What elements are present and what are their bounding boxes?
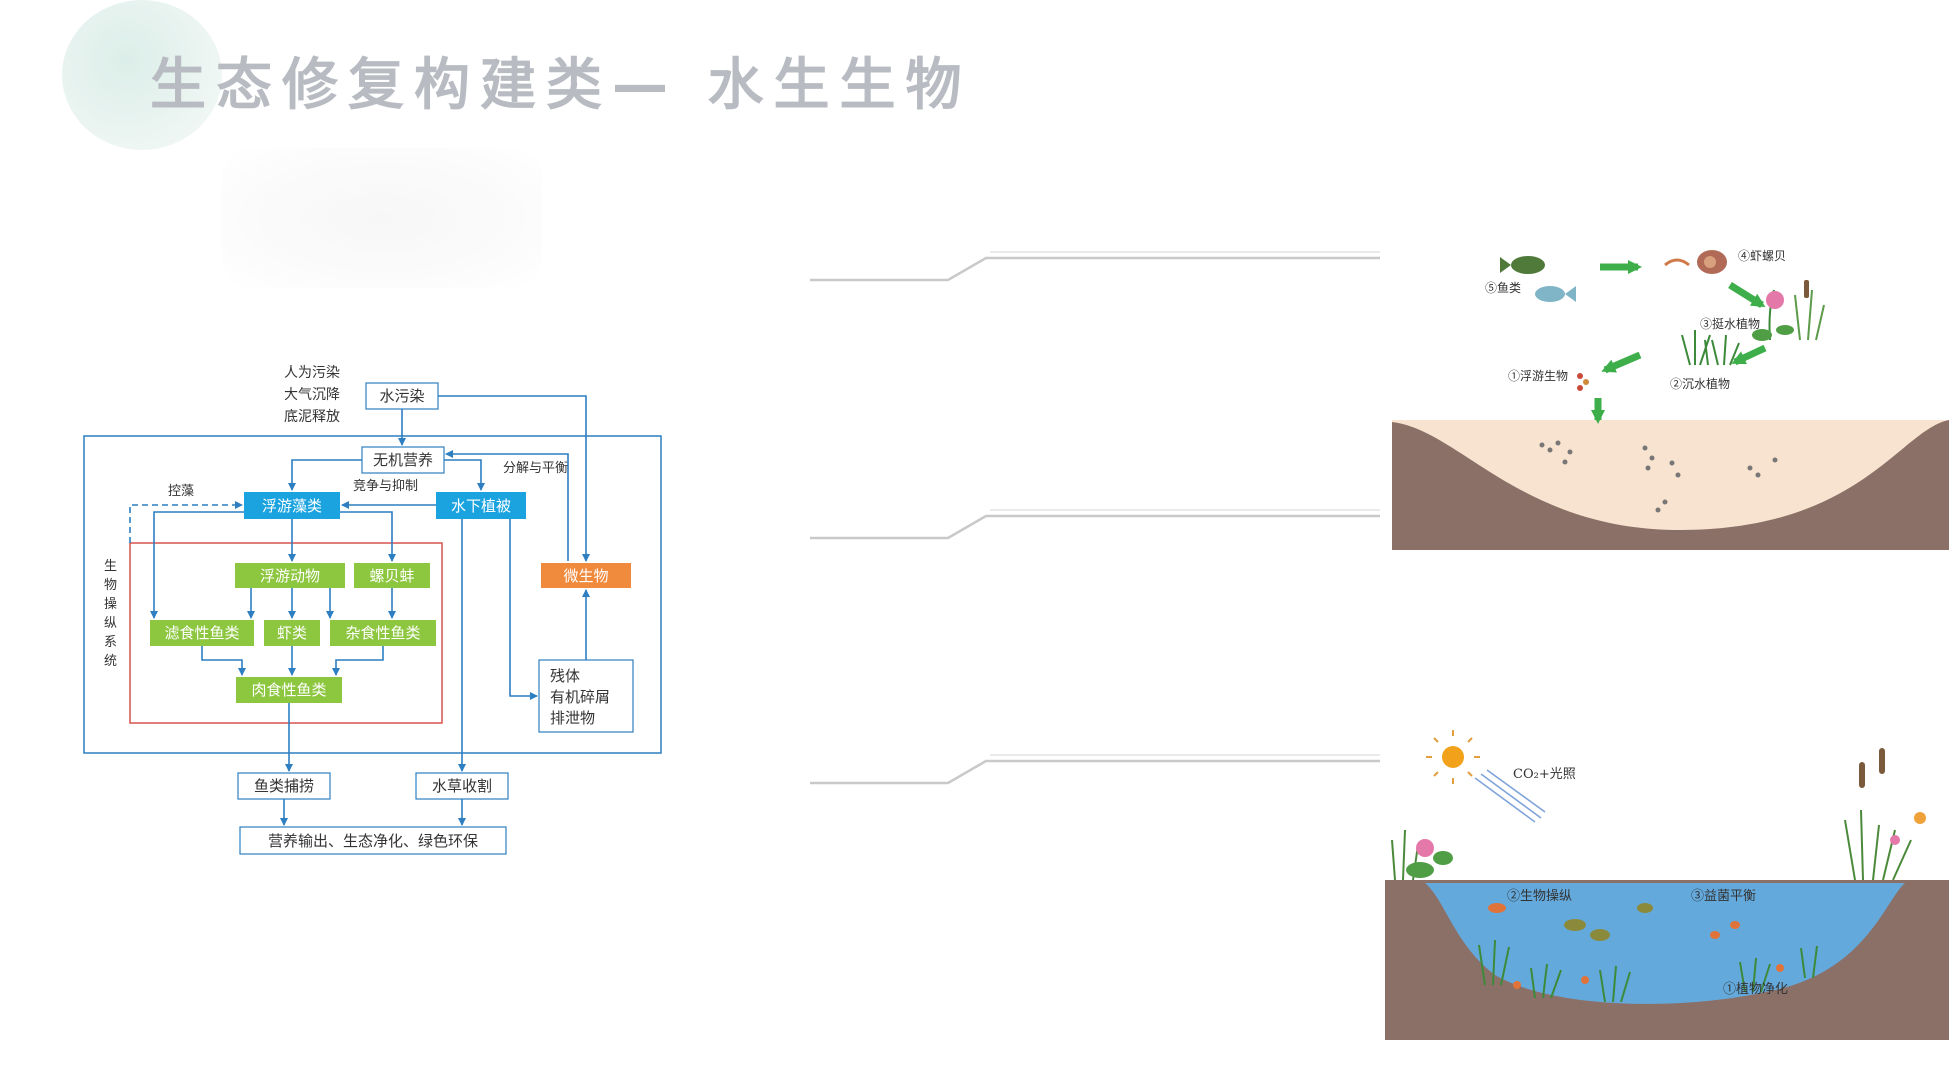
svg-text:系: 系 xyxy=(104,635,117,650)
bio-manipulation-frame xyxy=(129,542,443,724)
fish-label: ⑤鱼类 xyxy=(1485,281,1521,295)
bank-plants-right xyxy=(1844,748,1926,881)
svg-text:杂食性鱼类: 杂食性鱼类 xyxy=(345,624,420,642)
shrimp-snail-icon xyxy=(1664,250,1727,274)
algae-control-label: 控藻 xyxy=(168,484,194,499)
sun-icon xyxy=(1426,730,1480,784)
svg-text:浮游动物: 浮游动物 xyxy=(260,567,320,585)
svg-text:水草收割: 水草收割 xyxy=(432,777,492,795)
svg-text:营养输出、生态净化、绿色环保: 营养输出、生态净化、绿色环保 xyxy=(268,832,478,850)
residue-line-2: 有机碎屑 xyxy=(550,688,610,706)
competition-label: 竞争与抑制 xyxy=(353,478,418,494)
light-rays xyxy=(1474,769,1546,823)
plankton-dots xyxy=(1539,440,1778,513)
co2-label: CO₂+光照 xyxy=(1513,767,1576,782)
plankton-icon xyxy=(1577,373,1589,391)
svg-text:鱼类捕捞: 鱼类捕捞 xyxy=(254,777,314,795)
source-human: 人为污染 xyxy=(284,365,340,381)
connector-line-2 xyxy=(810,509,1380,540)
svg-text:操: 操 xyxy=(104,596,117,612)
filter-fish-node xyxy=(150,620,254,646)
svg-text:虾类: 虾类 xyxy=(277,624,307,642)
fish-icon xyxy=(1500,256,1576,302)
snails-node xyxy=(354,563,430,588)
zooplankton-node xyxy=(235,563,345,588)
svg-text:物: 物 xyxy=(104,578,117,593)
submerged-label: ②沉水植物 xyxy=(1670,376,1730,391)
svg-text:生: 生 xyxy=(104,559,117,574)
shrimp-snail-label: ④虾螺贝 xyxy=(1738,249,1786,263)
fish-group-icon xyxy=(1488,903,1740,941)
system-label: 生 物 操 纵 系 统 xyxy=(104,559,117,669)
faded-label-box xyxy=(222,148,542,288)
svg-text:纵: 纵 xyxy=(104,616,117,631)
carn-fish-node xyxy=(236,677,342,703)
phytoplankton-node xyxy=(244,492,340,519)
omni-fish-node xyxy=(330,620,436,646)
source-atmosphere: 大气沉降 xyxy=(284,387,340,403)
svg-text:无机营养: 无机营养 xyxy=(373,451,433,469)
pond-purification-illustration: CO₂+光照 ②生物操纵 ③益菌平衡 xyxy=(1385,730,1949,1040)
residue-line-1: 残体 xyxy=(550,667,580,685)
output-node xyxy=(239,826,507,855)
svg-text:水下植被: 水下植被 xyxy=(451,497,511,515)
svg-text:螺贝蚌: 螺贝蚌 xyxy=(369,567,414,585)
decorative-circle xyxy=(62,0,222,150)
weed-harvest-node xyxy=(415,772,509,800)
plankton-label: ①浮游生物 xyxy=(1508,369,1568,383)
connector-line-1 xyxy=(810,251,1380,282)
connector-line-3 xyxy=(810,754,1380,785)
emergent-plant-icon xyxy=(1752,280,1825,341)
svg-text:水污染: 水污染 xyxy=(379,387,424,405)
residue-line-3: 排泄物 xyxy=(550,709,595,727)
source-labels: 人为污染 大气沉降 底泥释放 xyxy=(284,365,340,425)
shrimp-node xyxy=(264,620,320,646)
food-web-illustration: ⑤鱼类 ④虾螺贝 ③挺水植物 ②沉水植物 ①浮游生物 xyxy=(1390,230,1949,550)
submerged-veg-node xyxy=(436,492,526,519)
bacteria-label: ③益菌平衡 xyxy=(1691,889,1756,904)
bio-control-label: ②生物操纵 xyxy=(1507,888,1572,904)
shrimp-icons xyxy=(1513,964,1784,989)
ecosystem-flow-diagram: 人为污染 大气沉降 底泥释放 水污染 无机营养 浮游藻类 水下植被 浮游动物 螺… xyxy=(83,365,662,855)
svg-text:肉食性鱼类: 肉食性鱼类 xyxy=(251,681,326,699)
residue-node xyxy=(538,659,634,733)
fish-catch-node xyxy=(237,772,331,800)
svg-text:微生物: 微生物 xyxy=(563,567,608,585)
svg-text:统: 统 xyxy=(104,654,117,669)
decompose-label: 分解与平衡 xyxy=(503,461,568,476)
basin-water xyxy=(1392,420,1949,530)
lotus-icon xyxy=(1406,839,1453,878)
outer-system-frame xyxy=(83,435,662,754)
page-title: 生态修复构建类— 水生生物 xyxy=(150,53,972,118)
microbes-node xyxy=(541,563,631,588)
plant-purify-label: ①植物净化 xyxy=(1723,982,1788,997)
submerged-plant-icon xyxy=(1681,330,1740,366)
svg-text:浮游藻类: 浮游藻类 xyxy=(262,497,322,515)
aquatic-plants-icon xyxy=(1478,939,1818,1003)
source-sediment: 底泥释放 xyxy=(284,409,340,425)
svg-text:滤食性鱼类: 滤食性鱼类 xyxy=(164,624,239,642)
emergent-label: ③挺水植物 xyxy=(1700,316,1760,331)
